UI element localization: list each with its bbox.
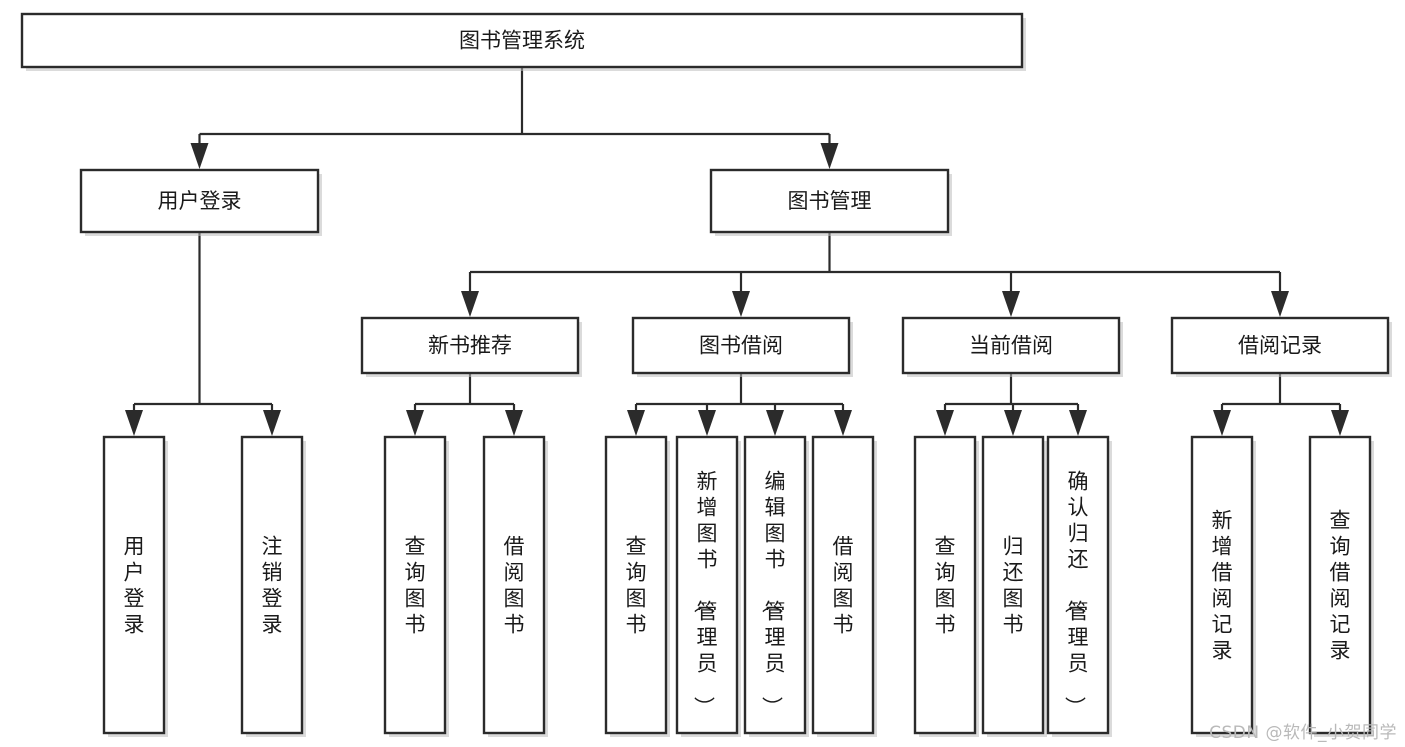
arrow-head-icon [820, 143, 839, 169]
connector-group-book-manage [461, 232, 1289, 317]
node-box[interactable] [79, 168, 320, 234]
node-label: 查询图书 [935, 534, 956, 636]
node-new-book-rec[interactable]: 新书推荐 [360, 316, 582, 377]
node-leaf-confirm-return[interactable]: 确认归还（管理员） [1046, 435, 1112, 737]
node-leaf-user-login[interactable]: 用户登录 [102, 435, 168, 737]
connector-group-user-login [125, 232, 281, 436]
node-leaf-add-book[interactable]: 新增图书（管理员） [675, 435, 741, 737]
node-book-borrow[interactable]: 图书借阅 [631, 316, 853, 377]
node-label: 注销登录 [262, 534, 283, 636]
arrow-head-icon [1069, 410, 1087, 436]
node-label: 借阅图书 [504, 534, 525, 636]
node-leaf-borrow-book-2[interactable]: 借阅图书 [811, 435, 877, 737]
arrow-head-icon [732, 291, 750, 317]
arrow-head-icon [263, 410, 281, 436]
node-borrow-record[interactable]: 借阅记录 [1170, 316, 1392, 377]
node-layer: 图书管理系统用户登录图书管理新书推荐图书借阅当前借阅借阅记录用户登录注销登录查询… [20, 12, 1392, 737]
node-box[interactable] [743, 435, 807, 735]
node-user-login[interactable]: 用户登录 [79, 168, 322, 236]
node-label: 用户登录 [158, 189, 242, 213]
node-label: 图书管理 [788, 189, 872, 213]
node-box[interactable] [20, 12, 1024, 69]
node-leaf-query-book-2[interactable]: 查询图书 [604, 435, 670, 737]
arrow-head-icon [461, 291, 479, 317]
arrow-head-icon [627, 410, 645, 436]
connector-group-borrow-record [1213, 373, 1349, 436]
node-box[interactable] [604, 435, 668, 735]
node-label: 新增图书（管理员） [692, 469, 718, 717]
node-label: 新书推荐 [428, 334, 512, 358]
arrow-head-icon [125, 410, 143, 436]
node-label: 图书管理系统 [459, 29, 585, 53]
node-current-borrow[interactable]: 当前借阅 [901, 316, 1123, 377]
arrow-head-icon [505, 410, 523, 436]
connector-group-root [190, 67, 839, 169]
node-box[interactable] [913, 435, 977, 735]
node-box[interactable] [1170, 316, 1390, 375]
arrow-head-icon [834, 410, 852, 436]
node-leaf-edit-book[interactable]: 编辑图书（管理员） [743, 435, 809, 737]
arrow-head-icon [1331, 410, 1349, 436]
connector-group-new-book-rec [406, 373, 523, 436]
watermark-label: CSDN @软件_小贺同学 [1209, 723, 1397, 743]
node-box[interactable] [102, 435, 166, 735]
node-leaf-query-book-3[interactable]: 查询图书 [913, 435, 979, 737]
node-label: 确认归还（管理员） [1063, 469, 1089, 717]
connector-group-book-borrow [627, 373, 852, 436]
node-label: 借阅图书 [833, 534, 854, 636]
node-label: 编辑图书（管理员） [760, 469, 786, 717]
node-box[interactable] [1308, 435, 1372, 735]
node-box[interactable] [811, 435, 875, 735]
node-box[interactable] [675, 435, 739, 735]
arrow-head-icon [1213, 410, 1231, 436]
node-book-manage[interactable]: 图书管理 [709, 168, 952, 236]
node-label: 查询图书 [405, 534, 426, 636]
node-label: 用户登录 [124, 534, 145, 636]
node-box[interactable] [383, 435, 447, 735]
node-box[interactable] [981, 435, 1045, 735]
node-box[interactable] [1046, 435, 1110, 735]
node-box[interactable] [901, 316, 1121, 375]
node-label: 查询图书 [626, 534, 647, 636]
node-label: 归还图书 [1003, 534, 1024, 636]
node-box[interactable] [482, 435, 546, 735]
arrow-head-icon [190, 143, 209, 169]
arrow-head-icon [406, 410, 424, 436]
node-box[interactable] [360, 316, 580, 375]
node-leaf-logout[interactable]: 注销登录 [240, 435, 306, 737]
node-leaf-query-record[interactable]: 查询借阅记录 [1308, 435, 1374, 737]
node-label: 当前借阅 [969, 334, 1053, 358]
node-leaf-return-book[interactable]: 归还图书 [981, 435, 1047, 737]
arrow-head-icon [936, 410, 954, 436]
node-leaf-borrow-book-1[interactable]: 借阅图书 [482, 435, 548, 737]
node-box[interactable] [709, 168, 950, 234]
node-leaf-query-book-1[interactable]: 查询图书 [383, 435, 449, 737]
node-label: 查询借阅记录 [1330, 508, 1351, 662]
arrow-head-icon [1004, 410, 1022, 436]
connector-layer [125, 67, 1349, 436]
node-leaf-add-record[interactable]: 新增借阅记录 [1190, 435, 1256, 737]
arrow-head-icon [766, 410, 784, 436]
node-box[interactable] [631, 316, 851, 375]
node-box[interactable] [1190, 435, 1254, 735]
node-label: 借阅记录 [1238, 334, 1322, 358]
node-label: 新增借阅记录 [1212, 508, 1233, 662]
arrow-head-icon [698, 410, 716, 436]
arrow-head-icon [1002, 291, 1020, 317]
arrow-head-icon [1271, 291, 1289, 317]
node-label: 图书借阅 [699, 334, 783, 358]
node-root[interactable]: 图书管理系统 [20, 12, 1026, 71]
connector-group-current-borrow [936, 373, 1087, 436]
node-box[interactable] [240, 435, 304, 735]
